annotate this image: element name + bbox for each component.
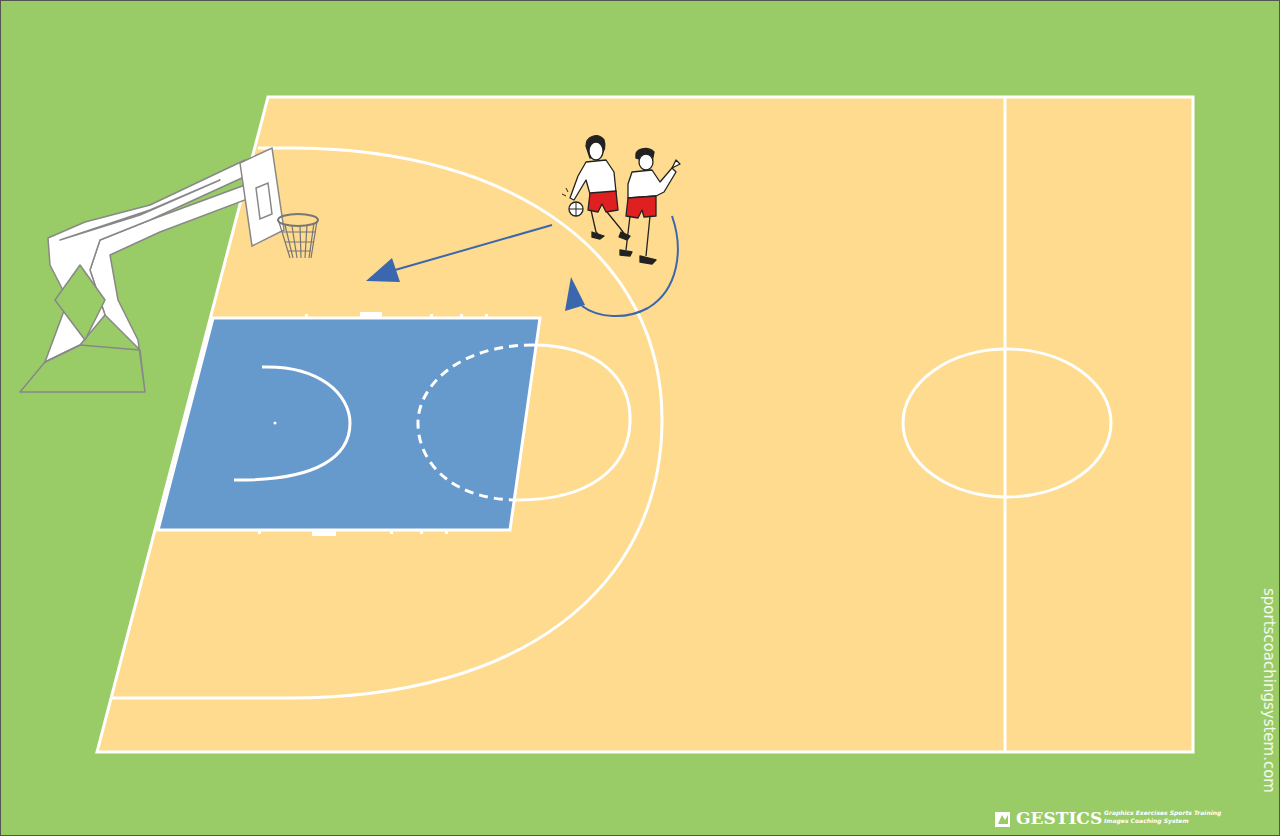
center-line xyxy=(1004,97,1007,752)
basket-spot xyxy=(274,422,277,425)
watermark-url: sportscoachingsystem.com xyxy=(1260,588,1275,793)
free-throw-circle xyxy=(518,345,630,500)
player-with-ball xyxy=(562,136,630,240)
key-area xyxy=(158,318,540,530)
three-point-line xyxy=(112,148,662,698)
logo-wordmark: GESTICS xyxy=(1016,810,1102,827)
center-circle xyxy=(903,349,1111,497)
lane-marks xyxy=(258,312,488,536)
backboard xyxy=(240,148,284,246)
free-throw-dashed xyxy=(418,345,533,500)
restricted-arc xyxy=(234,367,350,480)
logo-tagline: Graphics Exercises Sports Training xyxy=(1104,810,1221,816)
movement-arrows xyxy=(366,216,678,316)
logo-icon xyxy=(995,812,1010,827)
logo-tagline: Images Coaching System xyxy=(1104,818,1189,824)
court-floor xyxy=(97,97,1193,752)
basket-stand xyxy=(20,160,260,392)
player-defender xyxy=(620,149,680,264)
hoop xyxy=(278,214,318,258)
